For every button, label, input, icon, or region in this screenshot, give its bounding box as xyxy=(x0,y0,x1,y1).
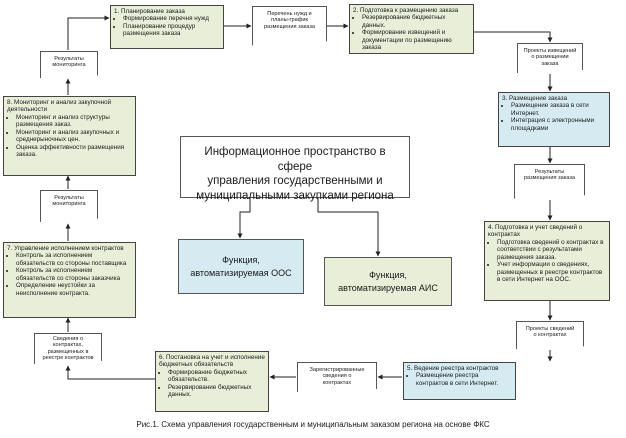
step-item: Определение неустойки за неисполнение ко… xyxy=(16,282,132,297)
step-item: Интеграция с электронными площадками xyxy=(511,117,606,132)
step-title: 1. Планирование заказа xyxy=(114,8,185,15)
step-item: Мониторинг и анализ структуры размещения… xyxy=(16,114,132,129)
step-title: 3. Размещение заказа xyxy=(502,95,568,102)
step-item: Формирование перечня нужд xyxy=(123,15,220,22)
function-ais-box: Функция, автоматизируемая АИС xyxy=(324,257,452,306)
doc-contract-registry: Сведения о контрактах, размещенных в рее… xyxy=(34,333,102,365)
step-3-box: 3. Размещение заказа Размещение заказа в… xyxy=(498,92,610,147)
info-space-box: Информационное пространство в сфере упра… xyxy=(180,136,410,202)
doc-monitoring-results-1: Результаты мониторинга xyxy=(40,190,98,222)
step-8-box: 8. Мониторинг и анализ закупочной деятел… xyxy=(3,96,136,176)
doc-monitoring-results-2: Результаты мониторинга xyxy=(40,51,98,79)
info-space-line: Информационное пространство в сфере xyxy=(204,146,386,173)
function-oos-line: автоматизируемая ООС xyxy=(190,267,292,278)
step-4-box: 4. Подготовка и учет сведений о контракт… xyxy=(484,221,610,301)
step-title: 6. Постановка на учет и исполнение бюдже… xyxy=(159,354,265,369)
step-title: 7. Управление исполнением контрактов xyxy=(7,245,124,252)
step-item: Планирование процедур размещения заказа xyxy=(123,23,220,38)
step-item: Резервирование бюджетных данных. xyxy=(362,14,470,29)
doc-placement-results: Результаты размещения заказа xyxy=(514,164,585,199)
doc-contract-drafts: Проекты сведений о контрактах xyxy=(516,321,584,350)
step-title: 5. Ведение реестра контрактов xyxy=(407,365,499,372)
step-item: Контроль за исполнением обязательств со … xyxy=(16,267,132,282)
step-item: Формирование извещений и документации по… xyxy=(362,29,470,51)
info-space-line: муниципальными закупками региона xyxy=(196,190,394,203)
step-item: Размещение заказа в сети Интернет. xyxy=(511,102,606,117)
doc-needs-plan: Перечень нужд и планы-график размещения … xyxy=(252,6,327,46)
step-title: 2. Подготовка к размещению заказа xyxy=(353,7,459,14)
step-item: Оценка эффективности размещения заказа. xyxy=(16,144,132,159)
function-oos-line: Функция, xyxy=(222,255,260,266)
step-1-box: 1. Планирование заказа Формирование пере… xyxy=(110,5,224,49)
function-ais-line: автоматизируемая АИС xyxy=(338,282,438,293)
step-item: Учет информации о сведениях, размещенных… xyxy=(497,261,606,283)
step-item: Резервирование бюджетных данных. xyxy=(168,384,265,399)
figure-caption: Рис.1. Схема управления государственным … xyxy=(136,420,490,429)
step-item: Мониторинг и анализ закупочных и среднер… xyxy=(16,129,132,144)
step-item: Подготовка сведений о контрактах в соотв… xyxy=(497,239,606,261)
step-item: Размещение реестра контрактов в сети Инт… xyxy=(416,372,512,387)
info-space-line: управления государственными и xyxy=(207,175,383,188)
step-title: 8. Мониторинг и анализ закупочной деятел… xyxy=(7,99,112,114)
step-item: Контроль за исполнением обязательств со … xyxy=(16,252,132,267)
step-6-box: 6. Постановка на учет и исполнение бюдже… xyxy=(155,351,269,412)
function-ais-line: Функция, xyxy=(369,270,407,281)
step-5-box: 5. Ведение реестра контрактов Размещение… xyxy=(403,362,516,400)
step-item: Формирование бюджетных обязательств. xyxy=(168,369,265,384)
doc-registered-contracts: Зарегистрированные сведения о контрактах xyxy=(297,362,377,393)
function-oos-box: Функция, автоматизируемая ООС xyxy=(178,239,304,294)
step-title: 4. Подготовка и учет сведений о контракт… xyxy=(488,224,583,239)
step-2-box: 2. Подготовка к размещению заказа Резерв… xyxy=(349,4,474,54)
doc-notice-drafts: Проекты извещений о размещении заказа xyxy=(517,43,583,74)
step-7-box: 7. Управление исполнением контрактов Кон… xyxy=(3,242,136,318)
